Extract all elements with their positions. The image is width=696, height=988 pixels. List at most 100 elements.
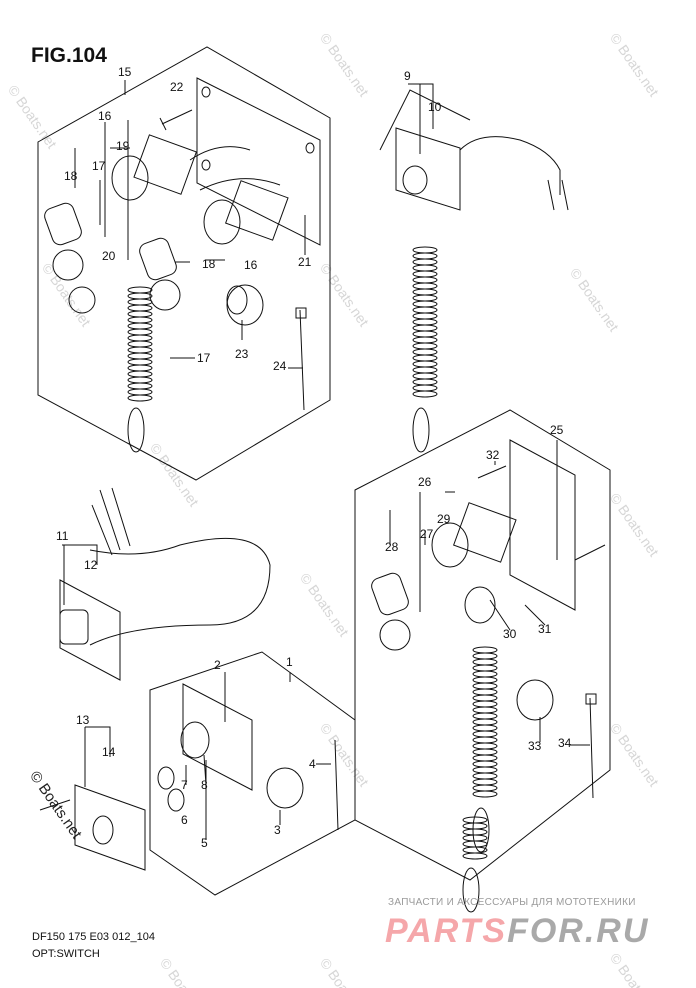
lanyard-clip [462, 867, 480, 913]
callout-label: 17 [92, 159, 106, 173]
coil-loop [412, 300, 438, 308]
coil-loop [472, 694, 498, 702]
partsfor-logo: PARTSFOR.RU [385, 912, 649, 951]
coil-loop [472, 784, 498, 792]
lanyard-clip [127, 407, 145, 453]
caption-model: DF150 175 E03 012_104 [32, 931, 155, 943]
callout-label: 16 [244, 258, 258, 272]
coil-loop [412, 252, 438, 260]
panel-plate [74, 784, 146, 871]
key [44, 202, 82, 246]
coil-loop [462, 852, 488, 860]
coil-loop [412, 246, 438, 254]
coil-loop [412, 360, 438, 368]
coil-loop [472, 670, 498, 678]
callout-label: 4 [309, 757, 316, 771]
knob [516, 679, 554, 721]
coil-loop [127, 394, 153, 402]
coil-loop [472, 664, 498, 672]
callout-label: 11 [56, 529, 69, 543]
coil-loop [127, 358, 153, 366]
coil-loop [472, 658, 498, 666]
screw [477, 465, 507, 479]
group-box-25 [354, 409, 611, 881]
lanyard-clip [472, 807, 490, 853]
coil-loop [127, 340, 153, 348]
coil-loop [472, 790, 498, 798]
figure-title: FIG.104 [31, 44, 107, 67]
coil-loop [127, 376, 153, 384]
callout-label: 7 [181, 778, 188, 792]
coil-loop [127, 388, 153, 396]
coil-loop [472, 778, 498, 786]
coil-loop [472, 682, 498, 690]
coil-loop [127, 370, 153, 378]
coil-loop [462, 816, 488, 824]
callout-label: 26 [418, 475, 432, 489]
callout-label: 8 [201, 778, 208, 792]
partsfor-tagline: ЗАПЧАСТИ И АКСЕССУАРЫ ДЛЯ МОТОТЕХНИКИ [388, 897, 636, 908]
screw [159, 109, 193, 131]
coil-loop [472, 700, 498, 708]
coil-loop [472, 766, 498, 774]
coil-loop [127, 286, 153, 294]
callout-label: 31 [538, 622, 552, 636]
group-box-1 [149, 651, 356, 896]
callout-label: 10 [428, 100, 442, 114]
key [371, 572, 409, 616]
coil-loop [412, 366, 438, 374]
coil-loop [127, 316, 153, 324]
cable-tie [585, 693, 597, 799]
panel-plate [59, 579, 121, 681]
callout-label: 22 [170, 80, 184, 94]
callout-label: 24 [273, 359, 287, 373]
logo-part-b: FOR.RU [507, 912, 650, 950]
callout-label: 3 [274, 823, 281, 837]
callout-label: 16 [98, 109, 112, 123]
panel-plate [182, 683, 253, 791]
knob [266, 767, 304, 809]
coil-loop [472, 772, 498, 780]
coil-loop [472, 736, 498, 744]
callout-label: 28 [385, 540, 399, 554]
coil-loop [127, 304, 153, 312]
callout-label: 13 [76, 713, 90, 727]
group-box-15 [37, 46, 331, 481]
coil-loop [472, 718, 498, 726]
coil-loop [412, 264, 438, 272]
coil-loop [472, 748, 498, 756]
coil-loop [412, 372, 438, 380]
coil-loop [472, 742, 498, 750]
callout-label: 34 [558, 736, 572, 750]
coil-loop [412, 354, 438, 362]
coil-loop [412, 276, 438, 284]
coil-loop [127, 382, 153, 390]
key [139, 237, 177, 281]
key-switch [203, 199, 241, 245]
coil-loop [412, 384, 438, 392]
coil-loop [127, 328, 153, 336]
coil-loop [412, 312, 438, 320]
cable-tie [334, 739, 339, 831]
coil-loop [462, 828, 488, 836]
coil-loop [127, 292, 153, 300]
coil-loop [412, 318, 438, 326]
coil-loop [472, 760, 498, 768]
coil-loop [127, 364, 153, 372]
callout-label: 18 [202, 257, 216, 271]
coil-loop [127, 310, 153, 318]
callout-label: 29 [437, 512, 451, 526]
coil-loop [412, 342, 438, 350]
coil-loop [472, 706, 498, 714]
coil-loop [127, 334, 153, 342]
callout-label: 6 [181, 813, 188, 827]
coil-loop [472, 676, 498, 684]
callout-label: 20 [102, 249, 116, 263]
coil-loop [462, 822, 488, 830]
caption-name: OPT:SWITCH [32, 948, 100, 960]
coil-loop [412, 324, 438, 332]
callout-label: 21 [298, 255, 312, 269]
coil-loop [127, 346, 153, 354]
panel-plate [196, 77, 321, 246]
